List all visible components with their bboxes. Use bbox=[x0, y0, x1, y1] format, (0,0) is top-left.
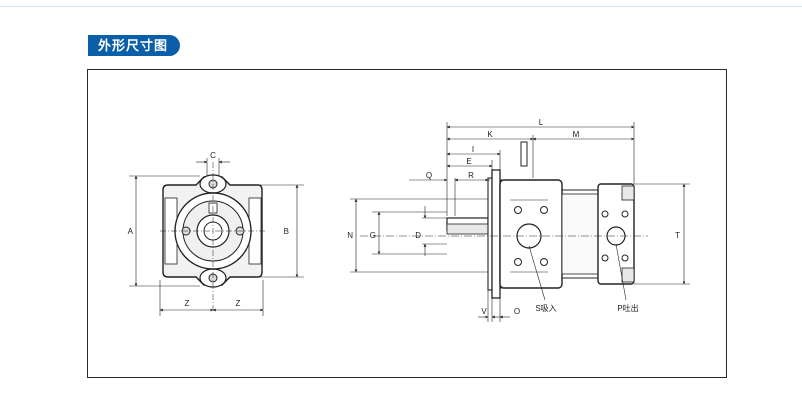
label-e: E bbox=[466, 157, 471, 166]
suction-bolt-1 bbox=[514, 206, 522, 214]
flange-body bbox=[491, 169, 501, 299]
label-k: K bbox=[487, 130, 493, 139]
front-view bbox=[129, 158, 304, 316]
label-a: A bbox=[128, 227, 134, 236]
label-m: M bbox=[573, 130, 580, 139]
label-z-right: Z bbox=[236, 299, 241, 308]
discharge-bolt-2 bbox=[621, 210, 629, 218]
label-r: R bbox=[468, 171, 474, 180]
label-b: B bbox=[284, 227, 289, 236]
label-v: V bbox=[481, 307, 487, 316]
suction-bolt-4 bbox=[540, 258, 548, 266]
label-c: C bbox=[210, 151, 216, 160]
label-d: D bbox=[415, 231, 421, 240]
label-t: T bbox=[675, 231, 680, 240]
suction-bolt-3 bbox=[514, 258, 522, 266]
label-q: Q bbox=[426, 171, 432, 180]
label-n: N bbox=[347, 231, 353, 240]
label-g: G bbox=[370, 231, 376, 240]
cap-top bbox=[621, 185, 635, 201]
label-suction: S吸入 bbox=[535, 304, 556, 313]
top-lug bbox=[520, 141, 528, 167]
top-divider bbox=[0, 6, 802, 7]
cartridge bbox=[561, 193, 599, 275]
label-o: O bbox=[514, 307, 520, 316]
label-i: I bbox=[472, 145, 474, 154]
discharge-bolt-4 bbox=[621, 254, 629, 262]
discharge-bolt-1 bbox=[601, 210, 609, 218]
discharge-bolt-3 bbox=[601, 254, 609, 262]
label-discharge: P吐出 bbox=[617, 303, 638, 313]
drawing-frame bbox=[87, 69, 727, 378]
label-l: L bbox=[539, 118, 544, 127]
page-title: 外形尺寸图 bbox=[88, 35, 181, 56]
label-z-left: Z bbox=[185, 299, 190, 308]
suction-bolt-2 bbox=[540, 206, 548, 214]
cap-bottom bbox=[621, 267, 635, 283]
shaft-key-section bbox=[446, 223, 489, 235]
side-view bbox=[350, 122, 690, 322]
